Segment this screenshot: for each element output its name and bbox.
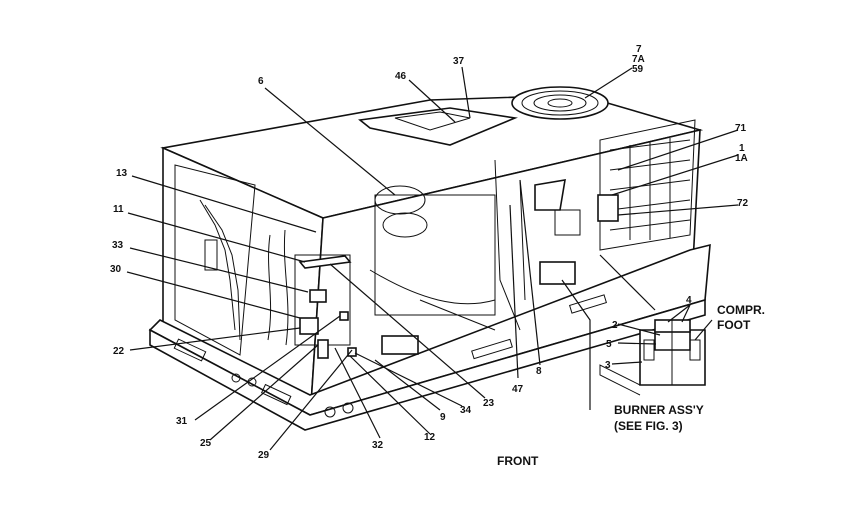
- callout-4: 4: [686, 295, 692, 306]
- callout-72: 72: [737, 198, 749, 209]
- center-compartment: [369, 159, 581, 355]
- control-box-4: [339, 311, 349, 321]
- callout-47: 47: [512, 384, 524, 395]
- captions: COMPR. FOOT BURNER ASS'Y (SEE FIG. 3) FR…: [497, 303, 765, 468]
- callout-32: 32: [372, 440, 384, 451]
- front-caption: FRONT: [497, 454, 539, 468]
- compr-foot-caption-line1: COMPR.: [717, 303, 765, 317]
- callout-22: 22: [113, 346, 125, 357]
- control-box-5: [347, 347, 357, 357]
- callout-2: 2: [612, 320, 618, 331]
- callout-3: 3: [605, 360, 611, 371]
- shelf: [298, 255, 352, 269]
- callout-6: 6: [258, 76, 264, 87]
- callout-11: 11: [113, 204, 124, 215]
- callout-31: 31: [176, 416, 188, 427]
- callout-33: 33: [112, 240, 124, 251]
- callout-labels: 6 13 11 33 30 22 31 25 29 32 12 9 34 23 …: [110, 44, 749, 461]
- callout-30: 30: [110, 264, 122, 275]
- callout-8: 8: [536, 366, 542, 377]
- callout-25: 25: [200, 438, 212, 449]
- burner-assembly: [539, 261, 576, 285]
- callout-12: 12: [424, 432, 436, 443]
- control-box-1: [309, 289, 327, 303]
- callout-7a: 7A: [632, 54, 645, 65]
- callout-5: 5: [606, 339, 612, 350]
- callout-29: 29: [258, 450, 270, 461]
- compr-foot-caption-line2: FOOT: [717, 318, 751, 332]
- burner-caption-line2: (SEE FIG. 3): [614, 419, 683, 433]
- callout-71: 71: [735, 123, 747, 134]
- callout-23: 23: [483, 398, 495, 409]
- callout-46: 46: [395, 71, 407, 82]
- callout-7: 7: [636, 44, 642, 55]
- callout-1: 1: [739, 143, 745, 154]
- control-box-2: [299, 317, 319, 335]
- callout-9: 9: [440, 412, 446, 423]
- callout-1a: 1A: [735, 153, 748, 164]
- compressor-foot-detail: [599, 319, 706, 396]
- callout-34: 34: [460, 405, 472, 416]
- burner-caption-line1: BURNER ASS'Y: [614, 403, 704, 417]
- condenser-fan: [358, 86, 609, 146]
- callout-59: 59: [632, 64, 644, 75]
- unit-cabinet: [148, 94, 711, 431]
- callout-37: 37: [453, 56, 465, 67]
- compressor: [597, 194, 619, 222]
- component-34: [381, 335, 419, 355]
- callout-13: 13: [116, 168, 128, 179]
- inducer: [534, 179, 566, 211]
- control-box-3: [317, 339, 329, 359]
- leader-lines: [126, 66, 739, 451]
- left-compartment: [174, 164, 357, 359]
